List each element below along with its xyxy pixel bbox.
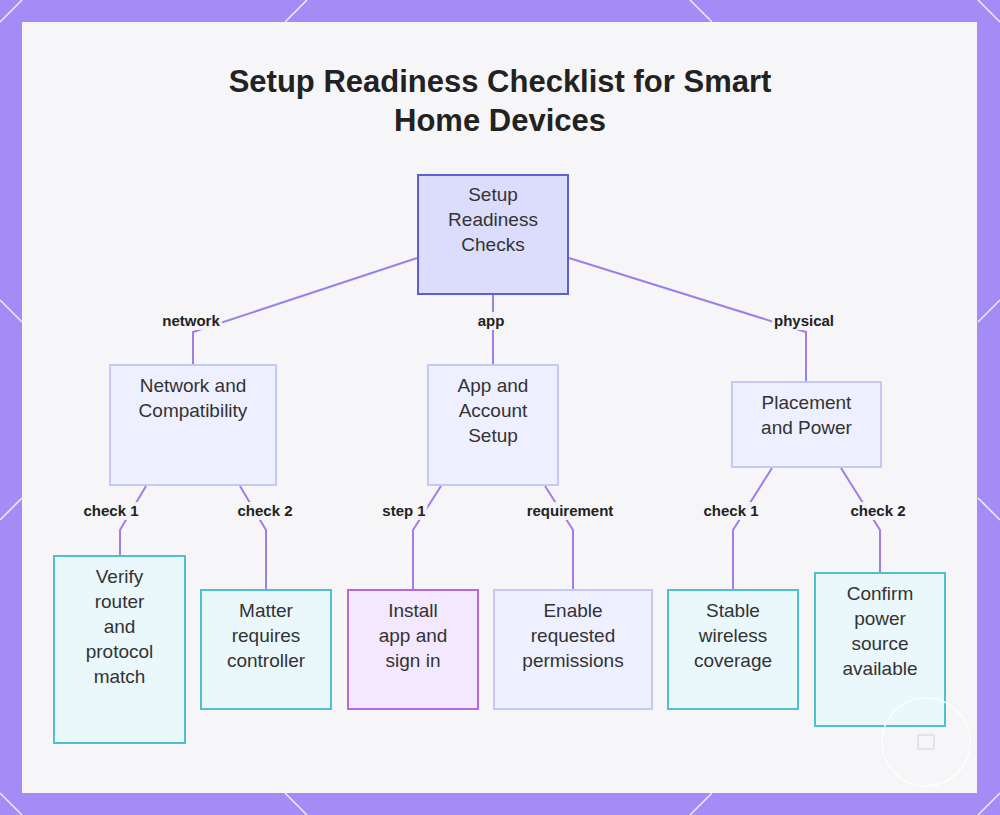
node-label: Enable requested permissions [516,598,631,673]
node-label: Matter requires controller [219,598,314,673]
frame-line [978,300,1000,322]
frame-line [690,793,712,815]
frame-line [0,793,22,815]
connector [569,258,806,381]
connector [120,486,146,555]
icon-circle [882,698,970,786]
connector [733,468,772,589]
frame-line [0,498,22,520]
edge-label: physical [772,312,836,330]
edge-label: check 2 [848,502,907,520]
frame-line [690,0,712,22]
node-label: App and Account Setup [443,373,543,448]
frame-line [978,498,1000,520]
check-box: Verify router and protocol match [53,555,186,744]
edge-label: check 2 [235,502,294,520]
node-label: Setup Readiness Checks [438,182,548,257]
frame-line [285,793,307,815]
edge-label: network [160,312,222,330]
edge-label: app [476,312,507,330]
node-label: Placement and Power [752,390,862,440]
check-box: Stable wireless coverage [667,589,799,710]
category-box: App and Account Setup [427,364,559,486]
edge-label: requirement [525,502,616,520]
category-box: Enable requested permissions [493,589,653,710]
edge-label: check 1 [81,502,140,520]
check-box: Matter requires controller [200,589,332,710]
check-box: Install app and sign in [347,589,479,710]
node-label: Network and Compatibility [118,373,268,423]
edge-label: check 1 [701,502,760,520]
frame-line [0,0,22,22]
icon-glyph [918,735,934,749]
node-label: Stable wireless coverage [686,598,781,673]
node-label: Install app and sign in [373,598,453,673]
frame-line [285,0,307,22]
frame-line [978,793,1000,815]
node-label: Confirm power source available [835,581,925,681]
diagram-title: Setup Readiness Checklist for Smart Home… [200,62,800,140]
frame-line [0,300,22,322]
root-box: Setup Readiness Checks [417,174,569,295]
connector [193,258,417,364]
category-box: Network and Compatibility [109,364,277,486]
category-box: Placement and Power [731,381,882,468]
frame-line [978,0,1000,22]
node-label: Verify router and protocol match [80,564,160,689]
edge-label: step 1 [380,502,427,520]
check-box: Confirm power source available [814,572,946,727]
connector [841,468,880,572]
